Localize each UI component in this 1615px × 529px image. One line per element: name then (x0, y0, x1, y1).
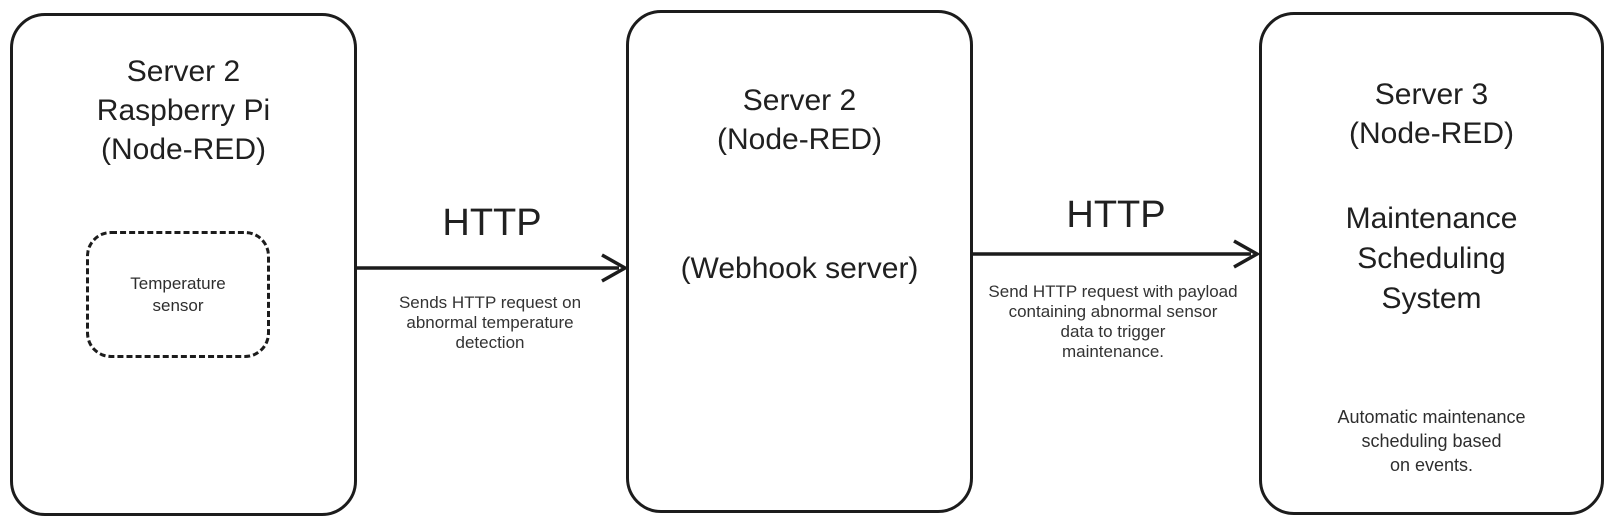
arrow-description-line: maintenance. (1061, 342, 1165, 361)
sensor-label-line: sensor (152, 295, 204, 315)
arrow-description-line: Sends HTTP request on (398, 293, 582, 312)
arrow-description-line: abnormal temperature (406, 313, 574, 332)
system-name-line: Scheduling (1357, 242, 1506, 275)
node-note-line: scheduling based (1361, 431, 1502, 451)
arrow-description-line: data to trigger (1060, 322, 1166, 341)
http-arrow-2-icon (973, 239, 1261, 269)
http-label-2: HTTP (1066, 194, 1166, 236)
http-label-1: HTTP (442, 202, 542, 244)
arrow-description-2: Send HTTP request with payload containin… (963, 282, 1263, 362)
node-server2-raspberry-pi: Server 2 Raspberry Pi (Node-RED) Tempera… (10, 13, 357, 516)
node-temperature-sensor: Temperature sensor (86, 231, 270, 358)
node-server3-maintenance: Server 3 (Node-RED) Maintenance Scheduli… (1259, 12, 1604, 515)
node-server2-webhook: Server 2 (Node-RED) (Webhook server) (626, 10, 973, 513)
node-note-line: on events. (1389, 455, 1474, 475)
sensor-label-line: Temperature (130, 273, 226, 293)
node-subtitle: (Webhook server) (680, 252, 919, 285)
arrow-description-line: Send HTTP request with payload (988, 282, 1238, 301)
node-note-line: Automatic maintenance (1337, 407, 1526, 427)
node-title: Server 3 (Node-RED) (1262, 75, 1601, 153)
system-name-line: Maintenance (1345, 202, 1518, 235)
node-title-line: Server 2 (742, 84, 857, 117)
node-note: Automatic maintenance scheduling based o… (1262, 405, 1601, 477)
http-arrow-1-icon (357, 253, 629, 283)
node-title-line: Server 2 (126, 55, 241, 88)
arrow-description-1: Sends HTTP request on abnormal temperatu… (340, 293, 640, 353)
node-title-line: (Node-RED) (100, 133, 267, 166)
arrow-description-line: containing abnormal sensor (1008, 302, 1218, 321)
system-name-line: System (1381, 282, 1482, 315)
arrow-description-line: detection (455, 333, 525, 352)
node-title: Server 2 (Node-RED) (629, 81, 970, 159)
node-title: Server 2 Raspberry Pi (Node-RED) (13, 52, 354, 169)
node-title-line: Server 3 (1374, 78, 1489, 111)
node-title-line: Raspberry Pi (96, 94, 271, 127)
node-system-name: Maintenance Scheduling System (1262, 199, 1601, 319)
node-title-line: (Node-RED) (1348, 117, 1515, 150)
node-title-line: (Node-RED) (716, 123, 883, 156)
